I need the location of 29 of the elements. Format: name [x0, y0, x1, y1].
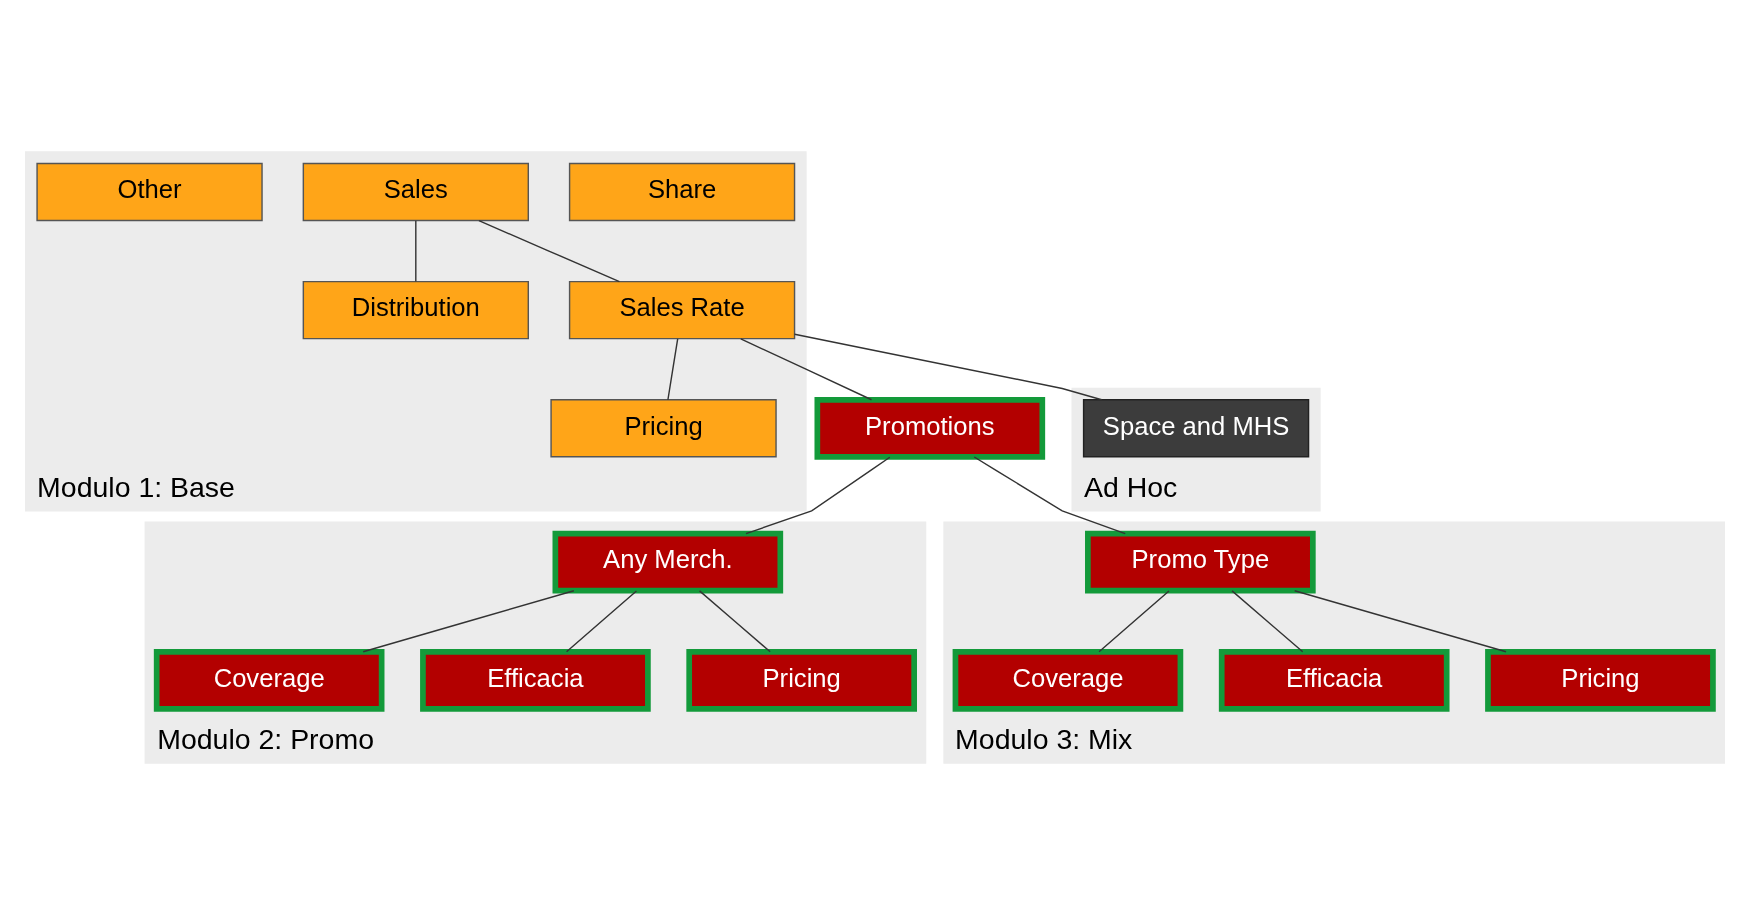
connector [1293, 590, 1507, 653]
node-box: Pricing [1485, 649, 1716, 712]
node-box: Pricing [686, 649, 917, 712]
node-box: Any Merch. [552, 530, 784, 594]
connector [1098, 590, 1170, 653]
node-box: Efficacia [420, 649, 651, 712]
connector [565, 590, 638, 653]
node-box: Coverage [952, 649, 1184, 712]
node-box: Pricing [550, 399, 777, 458]
node-box: Sales [302, 162, 529, 222]
connector [362, 590, 575, 653]
node-box: Promo Type [1085, 530, 1316, 594]
connector [698, 590, 771, 653]
node-box: Efficacia [1218, 649, 1450, 712]
node-box: Promotions [814, 396, 1046, 460]
node-box: Distribution [302, 280, 529, 340]
node-box: Space and MHS [1082, 399, 1310, 458]
node-box: Coverage [153, 649, 385, 712]
node-box: Sales Rate [568, 280, 796, 340]
connector [793, 333, 1103, 401]
node-box: Share [568, 162, 796, 222]
connector [745, 456, 891, 535]
connector [478, 220, 621, 283]
connector [740, 338, 873, 401]
node-box: Other [36, 162, 263, 222]
connector [1231, 590, 1304, 653]
connector [973, 456, 1126, 535]
connector [667, 338, 679, 401]
connector [415, 220, 417, 283]
